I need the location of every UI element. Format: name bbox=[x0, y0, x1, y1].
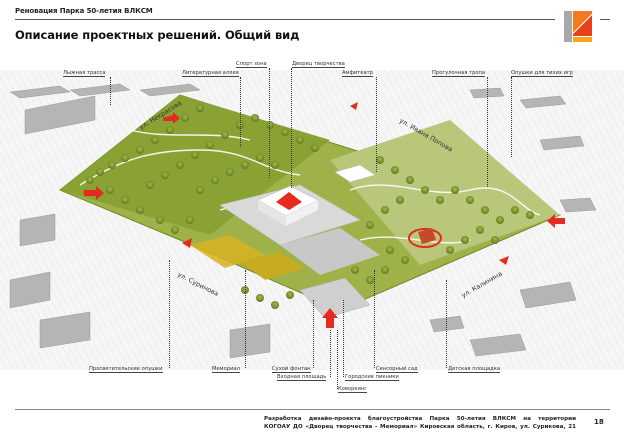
park-axonometric-plan bbox=[0, 70, 624, 370]
leader-line bbox=[330, 330, 331, 377]
label-walking-path: Прогулочная тропа bbox=[432, 70, 486, 77]
label-palace-of-creativity: Дворец творчества bbox=[292, 61, 345, 68]
leader-line bbox=[240, 77, 241, 147]
document-header-title: Реновация Парка 50-летия ВЛКСМ bbox=[15, 7, 153, 15]
label-literary-alley: Литературная аллея bbox=[182, 70, 239, 77]
label-quiet-games-glades: Опушки для тихих игр bbox=[511, 70, 574, 77]
logo-yellow-bar bbox=[573, 37, 592, 42]
label-educational-glades: Просветительские опушки bbox=[89, 366, 163, 373]
leader-line bbox=[313, 300, 314, 368]
leader-line bbox=[343, 300, 344, 377]
leader-line bbox=[487, 77, 488, 187]
leader-line bbox=[446, 280, 447, 368]
leader-line bbox=[376, 77, 377, 172]
header-divider bbox=[15, 19, 555, 20]
leader-line bbox=[337, 330, 338, 389]
label-dry-fountain: Сухой фонтан bbox=[272, 366, 311, 373]
label-entrance-square: Входная площадь bbox=[277, 374, 327, 381]
label-amphitheatre: Амфитеатр bbox=[342, 70, 373, 77]
logo bbox=[564, 11, 592, 42]
footer-line-1: Разработка дизайн-проекта благоустройств… bbox=[264, 416, 576, 422]
leader-line bbox=[511, 77, 512, 157]
label-playground: Детская площадка bbox=[448, 366, 501, 373]
footer-line-2: КОГОАУ ДО «Дворец творчества - Мемориал»… bbox=[264, 423, 576, 430]
footer-divider bbox=[15, 409, 610, 410]
label-sensory-garden: Сенсорный сад bbox=[376, 366, 418, 373]
label-sport-zone: Спорт зона bbox=[236, 61, 267, 68]
leader-line bbox=[169, 260, 170, 368]
leader-line bbox=[269, 68, 270, 178]
header-divider-right bbox=[600, 19, 610, 20]
label-city-picnics: Городские пикники bbox=[345, 374, 399, 381]
leader-line bbox=[291, 68, 292, 188]
label-coworking: Коворкинг bbox=[338, 386, 368, 393]
logo-gray-bar bbox=[564, 11, 572, 42]
leader-line bbox=[374, 270, 375, 368]
page-number: 18 bbox=[594, 418, 604, 426]
leader-line bbox=[245, 270, 246, 368]
label-ski-track: Лыжная трасса bbox=[63, 70, 106, 77]
page-title: Описание проектных решений. Общий вид bbox=[15, 28, 300, 42]
label-memorial: Мемориал bbox=[212, 366, 240, 373]
logo-orange-square bbox=[573, 11, 592, 36]
footer-description: Разработка дизайн-проекта благоустройств… bbox=[264, 416, 576, 431]
leader-line bbox=[110, 77, 111, 105]
